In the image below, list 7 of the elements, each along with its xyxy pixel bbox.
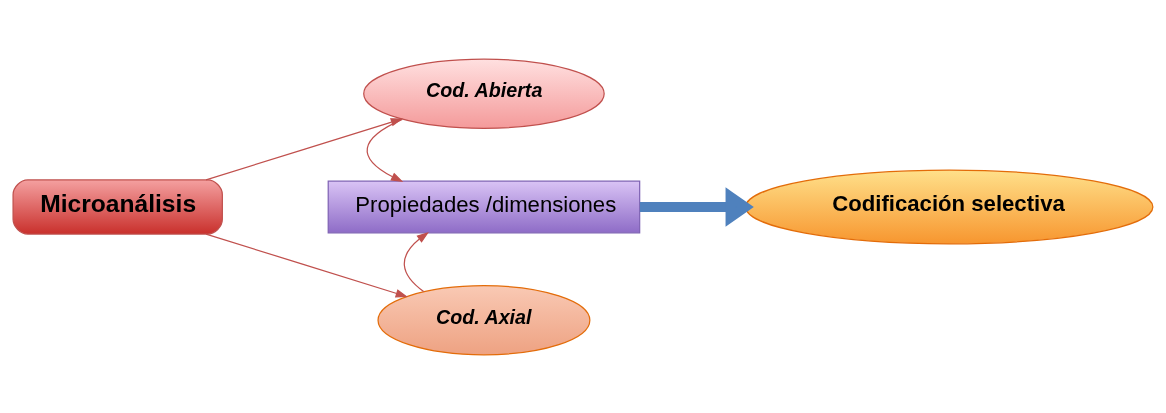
arrow	[403, 231, 429, 292]
arrow	[205, 233, 408, 297]
arrow	[639, 186, 754, 227]
node-box: Microanálisis	[12, 178, 223, 235]
node-box: Propiedades /dimensiones	[327, 180, 641, 233]
node-ellipse: Codificación selectiva	[744, 169, 1154, 244]
node-ellipse: Cod. Axial	[377, 284, 591, 355]
